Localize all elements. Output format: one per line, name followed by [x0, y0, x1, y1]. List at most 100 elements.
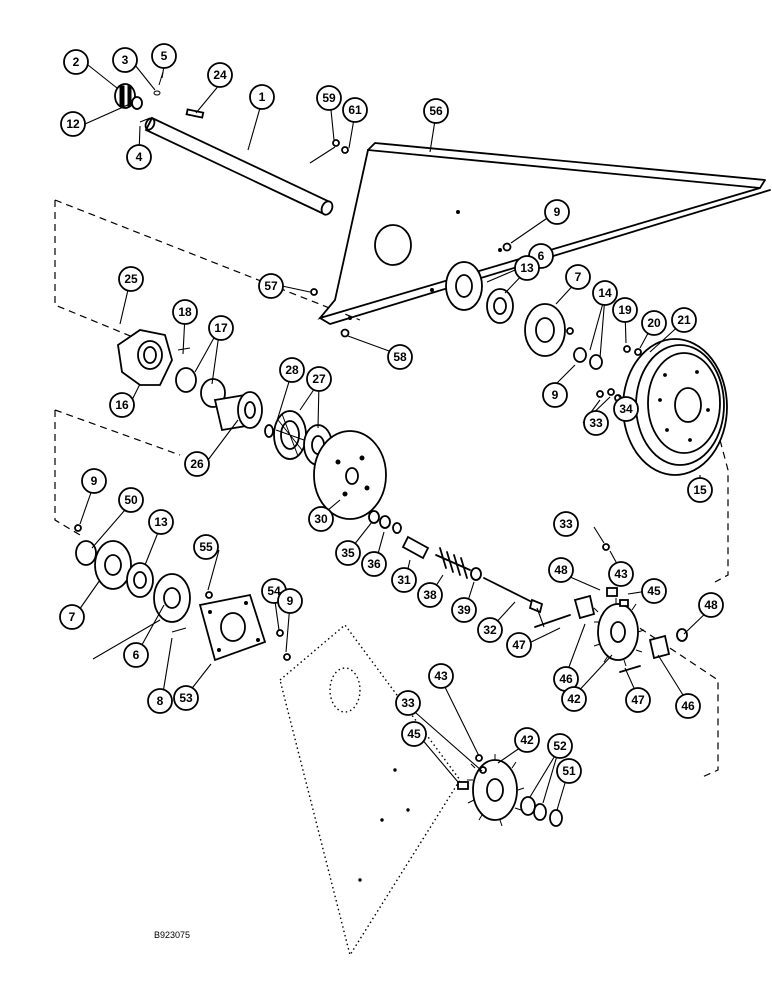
callout-21: 21 [671, 307, 697, 333]
callout-7-upper: 7 [565, 264, 591, 290]
svg-text:28: 28 [285, 363, 299, 377]
callout-17: 17 [208, 315, 234, 341]
svg-text:45: 45 [407, 727, 421, 741]
svg-text:42: 42 [520, 733, 534, 747]
svg-text:33: 33 [401, 696, 415, 710]
callout-13-lower: 13 [148, 509, 174, 535]
callout-28: 28 [279, 357, 305, 383]
callout-35: 35 [335, 540, 361, 566]
svg-text:58: 58 [393, 350, 407, 364]
upper-assembly-boundary [54, 199, 729, 583]
callout-47-a: 47 [506, 632, 532, 658]
callout-25: 25 [118, 266, 144, 292]
callout-39: 39 [451, 597, 477, 623]
callout-45-right: 45 [641, 578, 667, 604]
callout-51: 51 [556, 758, 582, 784]
sprocket-upper [593, 598, 645, 667]
svg-text:46: 46 [681, 699, 695, 713]
callout-43-right: 43 [608, 561, 634, 587]
callout-34: 34 [613, 396, 639, 422]
callout-9-c: 9 [81, 468, 107, 494]
svg-text:12: 12 [66, 117, 80, 131]
svg-text:7: 7 [575, 270, 582, 284]
callout-48-a: 48 [548, 557, 574, 583]
spring-assembly [368, 510, 544, 614]
svg-text:54: 54 [267, 584, 281, 598]
callout-12: 12 [60, 111, 86, 137]
callout-56: 56 [423, 98, 449, 124]
callout-18: 18 [172, 299, 198, 325]
callout-46-b: 46 [675, 693, 701, 719]
svg-text:19: 19 [618, 303, 632, 317]
callout-46-a: 46 [553, 666, 579, 692]
svg-text:45: 45 [647, 584, 661, 598]
svg-text:6: 6 [133, 648, 140, 662]
svg-text:21: 21 [677, 313, 691, 327]
mounting-panel-dotted [279, 623, 461, 957]
triangular-plate [317, 142, 771, 325]
clamp-blocks [534, 543, 688, 673]
callout-50: 50 [118, 487, 144, 513]
svg-text:13: 13 [154, 515, 168, 529]
svg-text:27: 27 [312, 372, 326, 386]
flange-7-upper [524, 303, 566, 357]
svg-text:48: 48 [554, 563, 568, 577]
svg-text:9: 9 [91, 474, 98, 488]
svg-text:7: 7 [69, 610, 76, 624]
svg-text:9: 9 [287, 594, 294, 608]
callout-27: 27 [306, 366, 332, 392]
svg-text:35: 35 [341, 546, 355, 560]
svg-text:2: 2 [73, 55, 80, 69]
callout-1: 1 [249, 84, 275, 110]
svg-text:30: 30 [314, 512, 328, 526]
callout-32: 32 [477, 617, 503, 643]
svg-text:53: 53 [179, 691, 193, 705]
callout-9-d: 9 [277, 588, 303, 614]
callout-4: 4 [126, 144, 152, 170]
lower-assembly-boundary [54, 409, 719, 779]
svg-text:46: 46 [559, 672, 573, 686]
svg-text:24: 24 [213, 68, 227, 82]
callout-47-b: 47 [625, 687, 651, 713]
clutch-plates-27-28 [264, 410, 333, 466]
callout-14: 14 [592, 280, 618, 306]
svg-text:43: 43 [434, 669, 448, 683]
lower-bearing-stack [74, 524, 191, 633]
svg-text:18: 18 [178, 305, 192, 319]
svg-text:55: 55 [199, 540, 213, 554]
callout-48-b: 48 [698, 592, 724, 618]
square-flange-plate [198, 591, 291, 662]
shaft [144, 108, 334, 216]
svg-text:5: 5 [161, 49, 168, 63]
callout-8: 8 [147, 688, 173, 714]
callout-3: 3 [112, 47, 138, 73]
svg-text:25: 25 [124, 272, 138, 286]
callout-42-lower: 42 [514, 727, 540, 753]
svg-text:33: 33 [559, 517, 573, 531]
svg-text:43: 43 [614, 567, 628, 581]
sprocket-lower [457, 754, 525, 827]
callout-26: 26 [184, 451, 210, 477]
svg-text:50: 50 [124, 493, 138, 507]
svg-text:42: 42 [567, 692, 581, 706]
svg-text:20: 20 [647, 316, 661, 330]
svg-text:52: 52 [553, 739, 567, 753]
svg-text:33: 33 [589, 416, 603, 430]
callout-20: 20 [641, 310, 667, 336]
callout-38: 38 [417, 582, 443, 608]
svg-text:59: 59 [322, 91, 336, 105]
svg-text:56: 56 [429, 104, 443, 118]
svg-text:1: 1 [259, 90, 266, 104]
bearing-13-upper [486, 288, 514, 324]
callout-53: 53 [173, 685, 199, 711]
svg-text:48: 48 [704, 598, 718, 612]
svg-text:3: 3 [122, 53, 129, 67]
svg-text:17: 17 [214, 321, 228, 335]
callout-6-lower: 6 [123, 642, 149, 668]
svg-text:4: 4 [136, 150, 143, 164]
callout-36: 36 [361, 551, 387, 577]
callout-9-a: 9 [544, 199, 570, 225]
svg-text:16: 16 [115, 398, 129, 412]
callout-16: 16 [109, 392, 135, 418]
